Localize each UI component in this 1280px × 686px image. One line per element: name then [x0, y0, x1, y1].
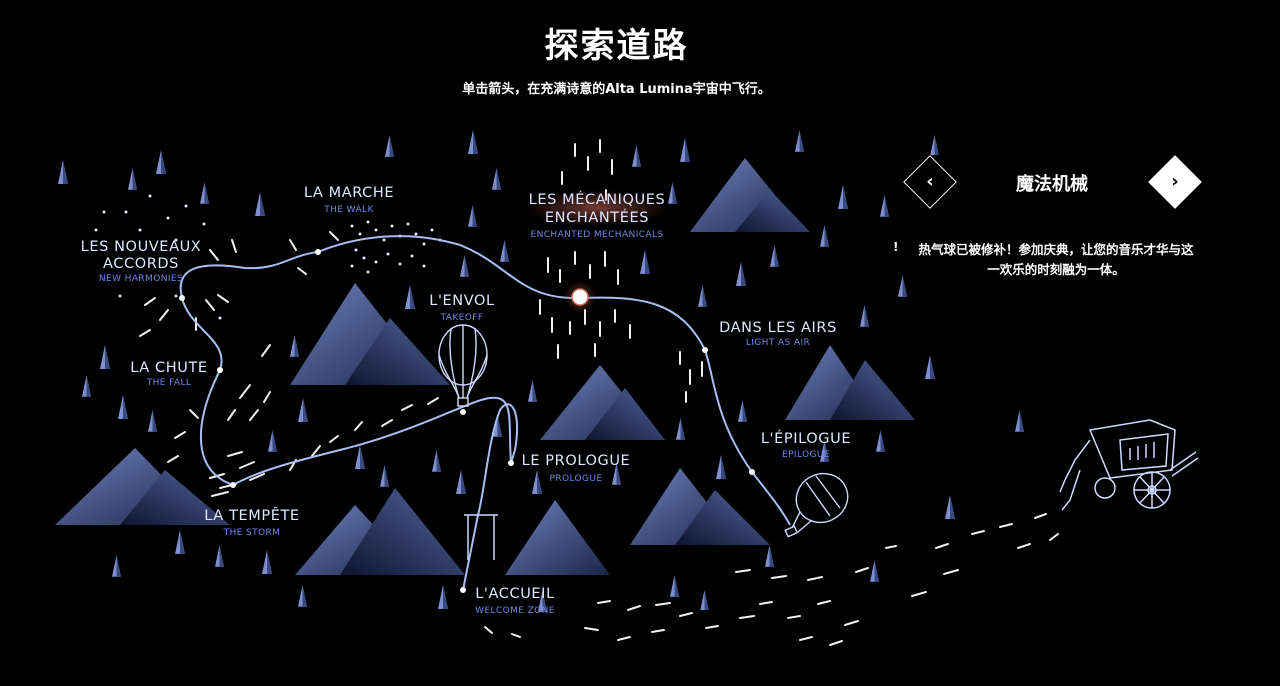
active-label-glow — [527, 190, 667, 226]
next-button[interactable]: › — [1148, 155, 1202, 209]
location-description: 热气球已被修补！参加庆典，让您的音乐才华与这一欢乐的时刻融为一体。 — [918, 242, 1194, 277]
previous-button[interactable]: ‹ — [903, 155, 957, 209]
location-title: L'ENVOL — [429, 293, 494, 309]
location-subtitle: PROLOGUE — [550, 474, 603, 484]
location-title: L'ACCUEIL — [475, 586, 555, 602]
location-subtitle: WELCOME ZONE — [475, 606, 555, 616]
location-title: LE PROLOGUE — [522, 453, 631, 469]
carriage-icon — [1059, 419, 1199, 511]
location-mecaniques-enchantees[interactable]: LES MÉCANIQUES ENCHANTÉES ENCHANTED MECH… — [529, 191, 666, 240]
location-subtitle: LIGHT AS AIR — [746, 338, 810, 348]
location-epilogue[interactable]: L'ÉPILOGUE EPILOGUE — [761, 430, 851, 460]
current-location-title: 魔法机械 — [1016, 174, 1088, 195]
path-nodes — [179, 249, 755, 593]
location-subtitle: TAKEOFF — [440, 313, 484, 323]
location-title: LA CHUTE — [130, 360, 207, 376]
location-title: DANS LES AIRS — [719, 320, 837, 336]
location-la-tempete[interactable]: LA TEMPÊTE THE STORM — [204, 506, 299, 538]
page-subtitle: 单击箭头，在充满诗意的Alta Lumina宇宙中飞行。 — [462, 82, 771, 97]
location-title: LES NOUVEAUX — [81, 239, 202, 255]
balloon-icon-2 — [784, 472, 849, 538]
page-title: 探索道路 — [544, 26, 689, 66]
balloon-icon — [438, 324, 488, 407]
location-la-chute[interactable]: LA CHUTE THE FALL — [130, 360, 207, 388]
location-subtitle: THE FALL — [146, 378, 192, 388]
location-title: ENCHANTÉES — [545, 209, 649, 226]
location-nouveaux-accords[interactable]: LES NOUVEAUX ACCORDS NEW HARMONIES — [81, 239, 202, 284]
location-title: LA TEMPÊTE — [204, 506, 299, 524]
location-laccueil[interactable]: L'ACCUEIL WELCOME ZONE — [475, 586, 555, 616]
chevron-left-icon: ‹ — [926, 171, 934, 192]
location-la-marche[interactable]: LA MARCHE THE WALK — [304, 185, 394, 215]
location-subtitle: NEW HARMONIES — [99, 274, 183, 284]
location-title: LA MARCHE — [304, 185, 394, 201]
location-title: LES MÉCANIQUES — [529, 191, 666, 208]
location-subtitle: THE WALK — [323, 205, 374, 215]
location-dans-les-airs[interactable]: DANS LES AIRS LIGHT AS AIR — [719, 320, 837, 348]
chevron-right-icon: › — [1171, 171, 1179, 192]
location-lenvol[interactable]: L'ENVOL TAKEOFF — [429, 293, 494, 323]
location-subtitle: THE STORM — [223, 528, 281, 538]
active-node[interactable] — [564, 281, 596, 313]
sparkle-dots — [94, 194, 442, 320]
location-subtitle: EPILOGUE — [782, 450, 830, 460]
location-subtitle: ENCHANTED MECHANICALS — [531, 230, 664, 240]
location-title: L'ÉPILOGUE — [761, 430, 851, 447]
location-le-prologue[interactable]: LE PROLOGUE PROLOGUE — [522, 453, 631, 484]
gate-icon — [464, 514, 498, 560]
description-bullet: ! — [893, 240, 899, 254]
location-title: ACCORDS — [103, 256, 179, 272]
mountains — [55, 158, 915, 575]
